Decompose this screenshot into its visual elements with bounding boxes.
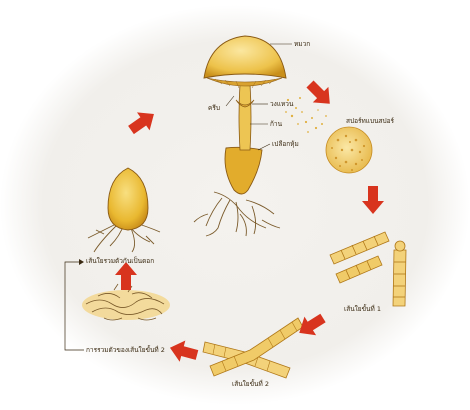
arrow-mushroom-to-spores [302, 76, 337, 111]
label-volva: เปลือกหุ้ม [272, 140, 299, 148]
spore-mass [326, 127, 372, 173]
arrow-spores-to-primary [362, 186, 384, 214]
label-gills: ครีบ [208, 104, 220, 112]
mature-mushroom [194, 36, 286, 236]
label-hypha-1: เส้นใยขั้นที่ 1 [344, 305, 381, 313]
label-spores: สปอร์ทแบนสปอร์ [346, 117, 394, 125]
label-aggregation: การรวมตัวของเส้นใยขั้นที่ 2 [86, 346, 165, 354]
arrow-secondary-to-aggregation [167, 337, 200, 365]
arrow-aggregation-to-bud [115, 262, 137, 290]
label-ring: วงแหวน [270, 100, 293, 108]
label-hypha-2: เส้นใยขั้นที่ 2 [232, 380, 269, 388]
mushroom-volva [225, 147, 262, 194]
secondary-hyphae [203, 318, 303, 378]
mushroom-gills [207, 78, 282, 86]
primary-hyphae [330, 232, 406, 306]
mushroom-stalk [239, 84, 251, 150]
label-cap: หมวก [294, 40, 310, 48]
label-stalk: ก้าน [270, 120, 282, 128]
arrow-bud-to-mushroom [125, 105, 161, 139]
fruiting-body-bud [88, 168, 160, 252]
mushroom-cap [204, 36, 286, 78]
feedback-bracket-line [65, 262, 84, 350]
mushroom-roots [194, 192, 280, 236]
feedback-bracket-arrowhead [79, 259, 84, 265]
label-fruiting: เส้นใยรวมตัวกันเป็นดอก [86, 257, 154, 265]
